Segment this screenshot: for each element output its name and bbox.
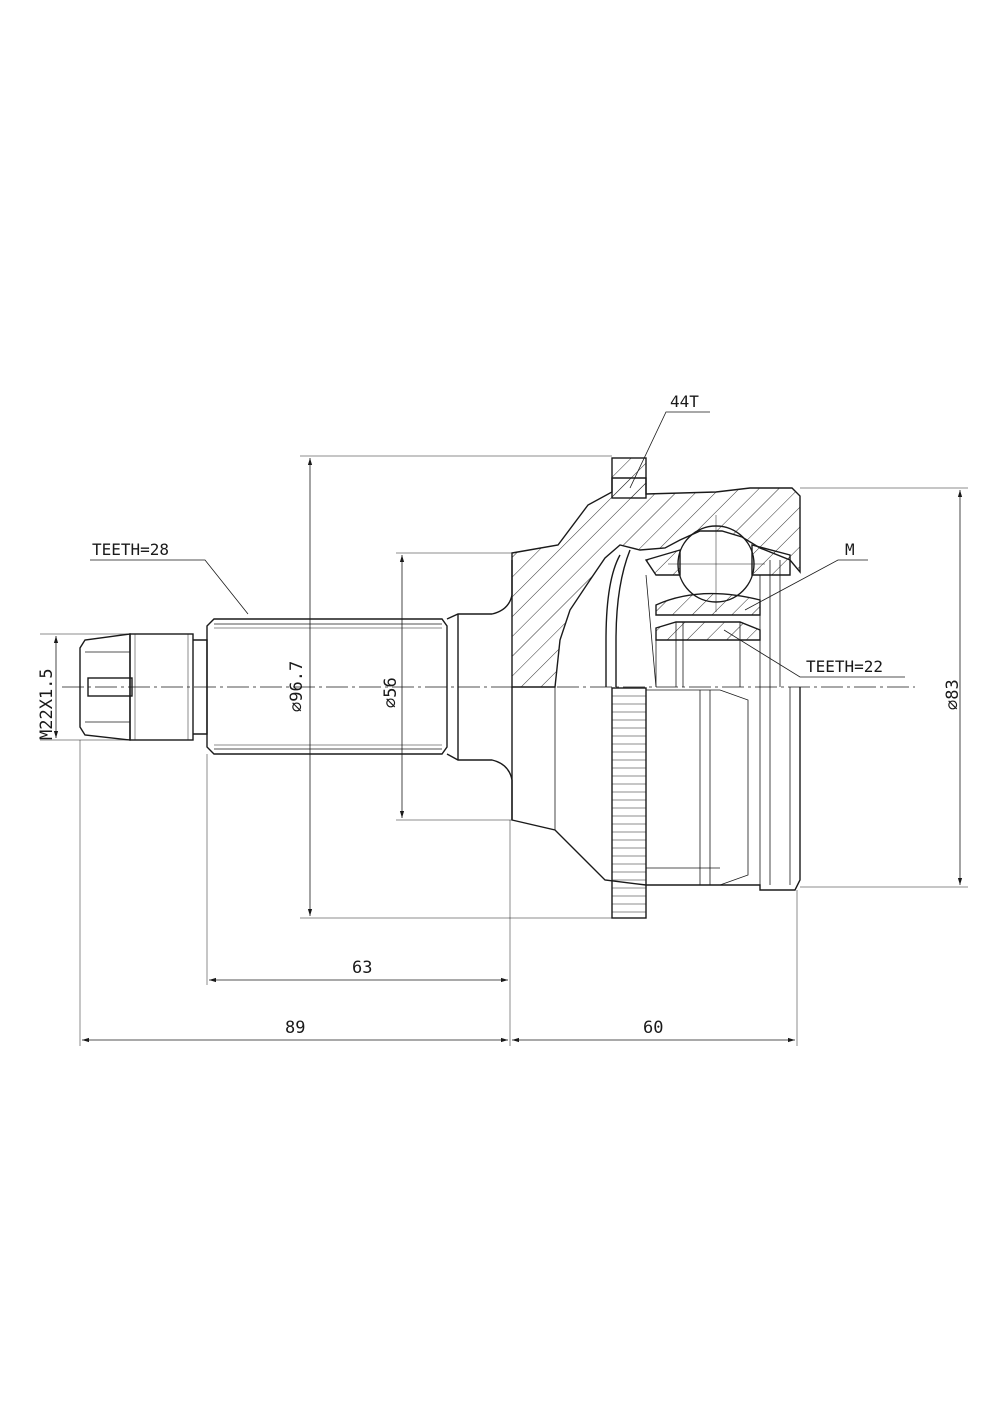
abs-tone-ring — [611, 687, 647, 919]
dim-dia-96-7: ⌀96.7 — [287, 661, 307, 712]
dim-dia-83: ⌀83 — [943, 679, 963, 710]
teeth-28-label: TEETH=28 — [92, 540, 169, 559]
bell-housing — [511, 457, 801, 891]
thread-m22-label: M22X1.5 — [37, 668, 57, 740]
dim-63: 63 — [352, 958, 372, 978]
teeth-22-label: TEETH=22 — [806, 657, 883, 676]
leader-lines — [90, 411, 905, 678]
dim-89: 89 — [285, 1018, 305, 1038]
mark-m-label: M — [845, 540, 855, 559]
dim-60: 60 — [643, 1018, 663, 1038]
splined-shaft — [206, 560, 513, 820]
inner-race-and-ball — [605, 515, 791, 688]
dim-dia-56: ⌀56 — [381, 677, 401, 708]
extension-lines — [40, 455, 968, 1046]
abs-44t-label: 44T — [670, 392, 699, 411]
dimension-lines — [53, 458, 963, 1043]
